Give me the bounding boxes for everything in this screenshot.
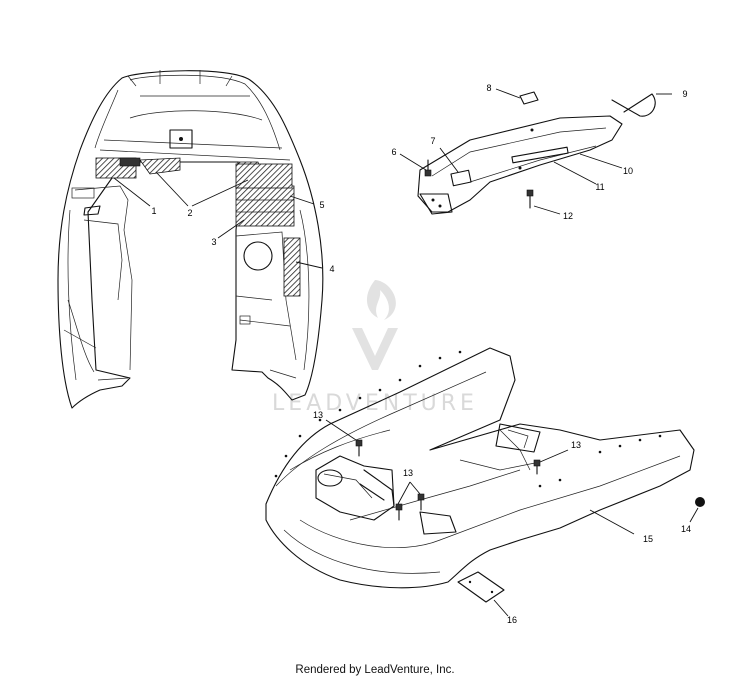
- callout-3: 3: [211, 237, 216, 247]
- watermark: LEADVENTURE: [272, 280, 478, 416]
- leader-lines: [113, 88, 699, 617]
- callout-6: 6: [391, 147, 396, 157]
- callout-13-c: 13: [403, 468, 413, 478]
- callout-16: 16: [507, 615, 517, 625]
- decal-part-5: [235, 163, 293, 189]
- decal-part-3: [235, 185, 295, 227]
- plug-part-14: [695, 497, 705, 507]
- footer-credit: Rendered by LeadVenture, Inc.: [295, 664, 455, 676]
- watermark-text: LEADVENTURE: [272, 391, 478, 416]
- callout-15: 15: [643, 534, 653, 544]
- decal-part-2-left: [139, 157, 181, 175]
- callout-10: 10: [623, 166, 633, 176]
- callout-4: 4: [329, 264, 334, 274]
- rod-part-9: [611, 93, 656, 117]
- callout-13-b: 13: [571, 440, 581, 450]
- callout-2: 2: [187, 208, 192, 218]
- callout-7: 7: [430, 136, 435, 146]
- callout-9: 9: [682, 89, 687, 99]
- hood-front-view: [57, 70, 324, 409]
- panel-assembly: [417, 91, 656, 215]
- fastener-part-13-a: [355, 439, 363, 457]
- flame-v-logo-icon: [352, 280, 398, 370]
- callout-11: 11: [595, 182, 604, 192]
- callout-5: 5: [319, 200, 324, 210]
- fastener-part-13-b: [533, 459, 541, 475]
- callout-14: 14: [681, 524, 691, 534]
- clip-part-8: [519, 91, 539, 105]
- fastener-part-13-c: [395, 503, 403, 521]
- plate-part-16: [457, 571, 505, 603]
- callout-13-a: 13: [313, 410, 323, 420]
- callout-8: 8: [486, 83, 491, 93]
- fastener-part-13-d: [417, 493, 425, 511]
- callout-1: 1: [151, 206, 156, 216]
- callout-12: 12: [563, 211, 573, 221]
- fastener-part-6: [424, 159, 432, 177]
- decal-part-4: [283, 237, 301, 297]
- belly-pan-assembly: [265, 347, 705, 603]
- callouts: 1 2 3 4 5 6 7 8 9 10 11 12 13 13 13 14 1…: [151, 83, 691, 625]
- fastener-part-12: [526, 189, 534, 209]
